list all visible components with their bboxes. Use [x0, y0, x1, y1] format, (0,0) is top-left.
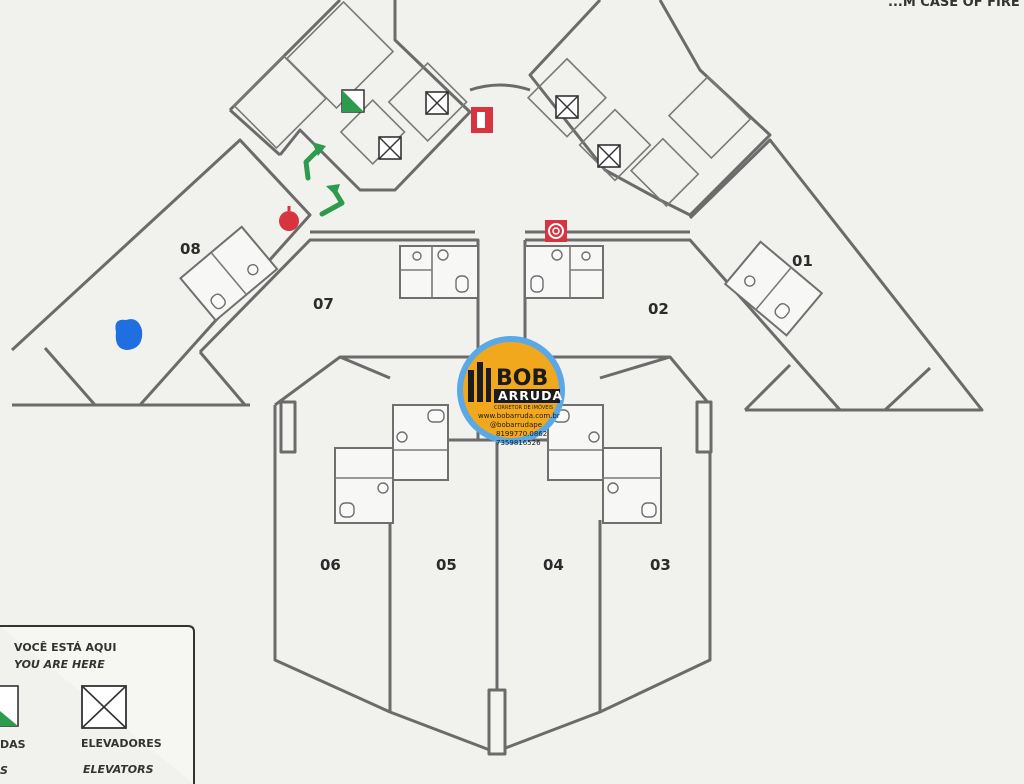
header-title: ...M CASE OF FIRE: [888, 0, 1020, 10]
legend-elevator-icon: [81, 685, 127, 729]
bathrooms: [179, 225, 824, 524]
unit-label-01: 01: [792, 252, 813, 270]
unit-label-04: 04: [543, 556, 564, 574]
fire-extinguisher-icon: [471, 107, 493, 133]
hydrant-icon: [545, 220, 567, 242]
legend: VOCÊ ESTÁ AQUI YOU ARE HERE DAS S ELEVAD…: [0, 625, 195, 784]
elevator-icon: [425, 91, 449, 115]
watermark-phone-1: 8199770.0862: [496, 430, 547, 438]
fire-alarm-icon: [279, 206, 299, 231]
watermark-sub: ARRUDA: [498, 388, 563, 403]
elevator-icon: [378, 136, 402, 160]
you-are-here-marker: [115, 319, 143, 350]
unit-labels: 08 07 02 01 06 05 04 03: [180, 240, 813, 574]
watermark-brand: BOB: [496, 366, 548, 391]
right-wing: [469, 0, 984, 412]
unit-label-05: 05: [436, 556, 457, 574]
elevator-icon: [597, 144, 621, 168]
legend-elevators-pt: ELEVADORES: [81, 737, 162, 750]
left-wing: [10, 0, 480, 407]
watermark-phone-2: 7359816526: [496, 439, 541, 447]
unit-label-07: 07: [313, 295, 334, 313]
legend-stairs-pt: DAS: [0, 738, 26, 751]
watermark-website: www.bobarruda.com.br: [478, 412, 560, 420]
unit-label-06: 06: [320, 556, 341, 574]
legend-elevators-en: ELEVATORS: [83, 763, 154, 776]
legend-stairs-en: S: [0, 764, 8, 777]
exit-arrow-icon: [303, 142, 326, 181]
elevator-icon: [555, 95, 579, 119]
stairs-icon: [341, 89, 365, 113]
watermark-logo: BOB ARRUDA CORRETOR DE IMÓVEIS www.bobar…: [457, 336, 565, 447]
unit-label-08: 08: [180, 240, 201, 258]
building-icon: [468, 362, 491, 402]
legend-stairs-icon: [0, 685, 19, 727]
exit-arrow-icon: [319, 184, 345, 217]
legend-you-are-here-en: YOU ARE HERE: [14, 658, 105, 671]
unit-label-02: 02: [648, 300, 669, 318]
watermark-instagram: @bobarrudape: [490, 421, 542, 429]
unit-label-03: 03: [650, 556, 671, 574]
legend-you-are-here-pt: VOCÊ ESTÁ AQUI: [14, 641, 116, 654]
watermark-tagline: CORRETOR DE IMÓVEIS: [494, 404, 553, 411]
